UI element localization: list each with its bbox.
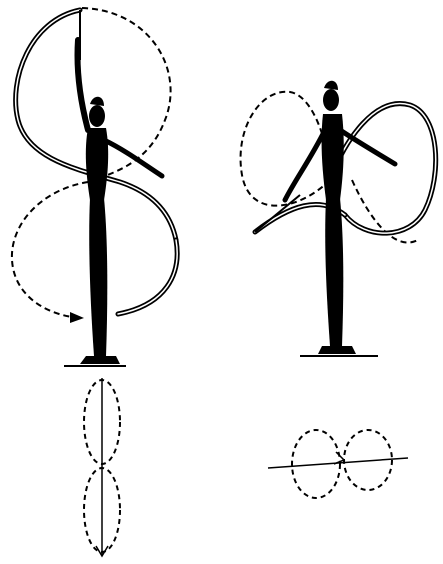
vertical-eight-arrow-icon xyxy=(70,312,84,323)
vertical-eight-schematic xyxy=(84,378,120,556)
vertical-eight-figure xyxy=(12,8,177,366)
vertical-eight-ribbon-lower-highlight xyxy=(118,240,177,314)
horizontal-eight-wand xyxy=(255,195,300,232)
horizontal-eight-figure xyxy=(241,81,436,356)
horizontal-eight-schematic xyxy=(268,430,408,498)
gymnast-right-silhouette xyxy=(285,81,395,356)
vertical-eight-guide-lower xyxy=(12,182,88,318)
